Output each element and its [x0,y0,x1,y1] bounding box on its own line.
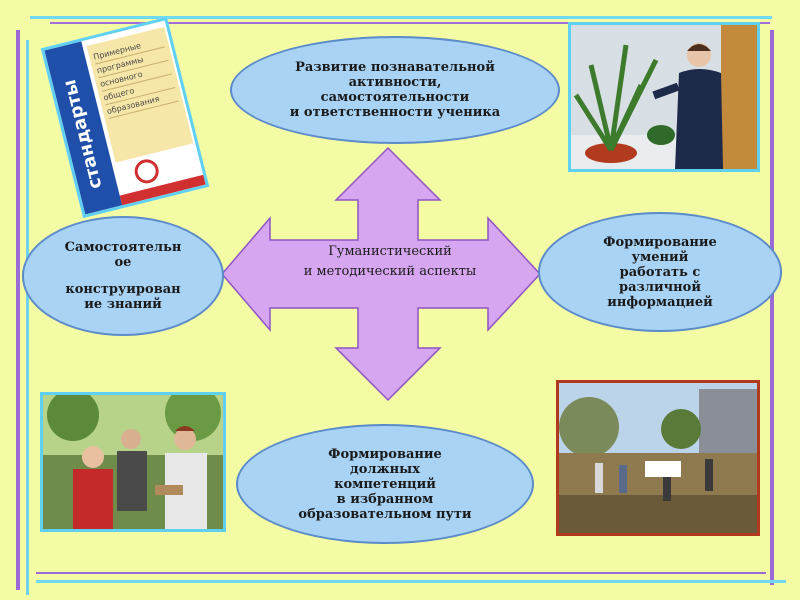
frame-line-right [770,30,774,585]
frame-line-left-2 [26,40,29,595]
node-text-line: Самостоятельн [64,240,182,255]
frame-line-bottom-2 [36,580,786,583]
node-bottom: Формирование должных компетенций в избра… [236,424,534,544]
node-text-line: компетенций [334,476,436,492]
frame-line-left [16,30,20,590]
node-text-line: конструирован [65,282,181,297]
group-outdoor-illustration [43,395,223,529]
node-text-line: должных [350,461,420,477]
node-text-line: умений [631,249,689,265]
node-text-line: Формирование [603,234,717,250]
group-outdoor-photo [40,392,226,532]
node-text-line: активности, [348,75,442,90]
node-text-line: ое [114,255,132,270]
center-label-line: и методический аспекты [303,264,477,279]
node-left: Самостоятельн ое конструирован ие знаний [22,216,224,336]
frame-line-top [30,16,772,19]
frame-line-bottom [36,572,766,574]
four-way-arrow-shape [221,146,542,402]
tree-planting-illustration [559,383,757,533]
node-text-line: и ответственности ученика [289,105,501,120]
node-text-line: различной [619,279,701,295]
student-plant-illustration [571,25,757,169]
node-top: Развитие познавательной активности, само… [230,36,560,144]
center-label-line: Гуманистический [328,244,452,259]
center-label: Гуманистический и методический аспекты [270,242,510,282]
node-text-line: ие знаний [84,297,162,312]
student-plant-photo [568,22,760,172]
node-text-line: образовательном пути [298,506,472,522]
node-right: Формирование умений работать с различной… [538,212,782,332]
node-text-line: работать с [619,264,701,280]
node-text-line: информацией [607,294,713,310]
book-cover-logo [132,156,162,186]
node-text-line: в избранном [336,491,434,507]
node-text-line: Формирование [328,446,442,462]
tree-planting-photo [556,380,760,536]
node-text-line: самостоятельности [320,90,470,105]
frame-line-top-2 [50,22,770,24]
node-text-line: Развитие познавательной [295,60,495,75]
